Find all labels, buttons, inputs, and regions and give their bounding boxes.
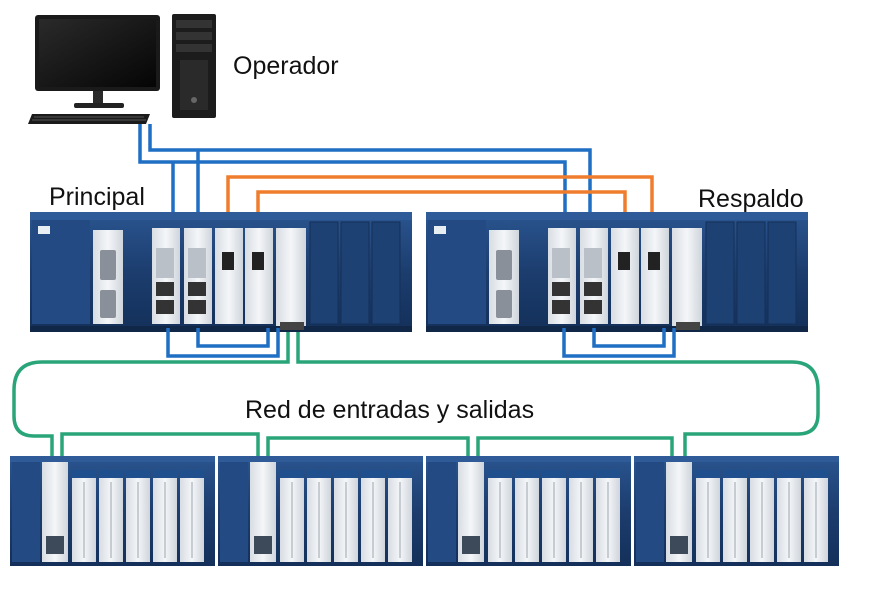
blue-link-2 <box>148 124 592 218</box>
orange-sync-link-2 <box>256 190 627 218</box>
backup-label: Respaldo <box>698 185 804 213</box>
operator-label: Operador <box>233 52 339 80</box>
io-network-label: Red de entradas y salidas <box>245 396 535 424</box>
io-drop-rack-icon <box>10 456 215 566</box>
io-drop-rack-icon <box>217 455 424 567</box>
plc-rack-icon <box>30 212 412 332</box>
supervisory-network-links <box>138 124 654 218</box>
primary-label: Principal <box>49 183 145 211</box>
orange-sync-link-1 <box>226 175 654 218</box>
io-network-ring <box>12 328 820 458</box>
io-drop-rack-icon <box>633 455 840 567</box>
desktop-computer-icon <box>28 15 160 124</box>
blue-link-1 <box>138 124 567 218</box>
io-drop-rack-icon <box>425 455 632 567</box>
plc-rack-icon <box>425 211 809 333</box>
pc-tower-icon <box>172 14 216 118</box>
